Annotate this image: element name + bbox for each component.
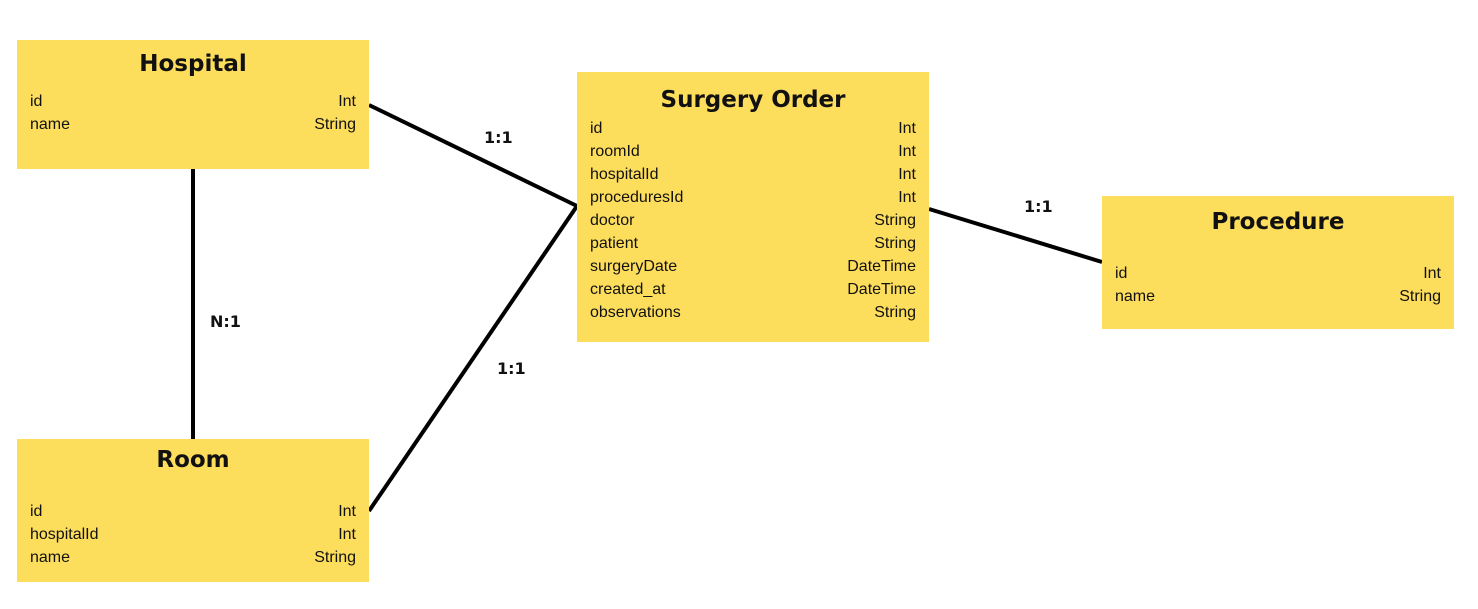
field-row: hospitalId Int [30,523,356,546]
field-type: Int [338,93,356,110]
field-type: String [874,235,916,252]
field-type: Int [338,526,356,543]
field-row: created_at DateTime [590,278,916,301]
field-row: hospitalId Int [590,163,916,186]
field-type: Int [898,120,916,137]
relation-label-hospital-room: N:1 [210,312,241,331]
field-row: name String [30,113,356,136]
field-name: id [1115,265,1128,282]
field-name: id [590,120,603,137]
field-row: surgeryDate DateTime [590,255,916,278]
field-type: String [314,116,356,133]
field-type: Int [898,189,916,206]
hospital-surgery-line [368,103,578,208]
field-name: name [1115,288,1156,305]
field-name: created_at [590,281,666,298]
field-row: proceduresId Int [590,186,916,209]
relation-label-room-surgery: 1:1 [497,359,526,378]
field-name: patient [590,235,639,252]
field-row: patient String [590,232,916,255]
field-row: name String [1115,285,1441,308]
field-name: doctor [590,212,635,229]
field-row: id Int [590,117,916,140]
entity-title: Hospital [139,51,247,77]
room-surgery-line [367,204,579,513]
field-type: Int [1423,265,1441,282]
relation-label-hospital-surgery: 1:1 [484,128,513,147]
entity-title: Procedure [1211,209,1345,235]
field-type: Int [338,503,356,520]
field-row: id Int [1115,262,1441,285]
field-type: String [314,549,356,566]
entity-fields: id Int name String [30,90,356,136]
field-row: id Int [30,500,356,523]
relation-label-surgery-procedure: 1:1 [1024,197,1053,216]
field-name: roomId [590,143,640,160]
field-row: name String [30,546,356,569]
field-type: String [1399,288,1441,305]
field-type: Int [898,143,916,160]
field-type: DateTime [847,258,916,275]
field-name: id [30,93,43,110]
field-name: id [30,503,43,520]
entity-fields: id Int roomId Int hospitalId Int procedu… [590,117,916,324]
entity-fields: id Int hospitalId Int name String [30,500,356,569]
field-row: observations String [590,301,916,324]
entity-room: Room id Int hospitalId Int name String [17,439,369,582]
field-name: name [30,116,71,133]
field-name: hospitalId [590,166,659,183]
field-name: name [30,549,71,566]
surgery-procedure-line [928,207,1103,264]
entity-surgery-order: Surgery Order id Int roomId Int hospital… [577,72,929,342]
field-row: roomId Int [590,140,916,163]
entity-fields: id Int name String [1115,262,1441,308]
entity-hospital: Hospital id Int name String [17,40,369,169]
entity-title: Surgery Order [660,87,846,113]
field-type: String [874,304,916,321]
field-name: observations [590,304,681,321]
field-row: doctor String [590,209,916,232]
entity-procedure: Procedure id Int name String [1102,196,1454,329]
field-type: DateTime [847,281,916,298]
field-name: hospitalId [30,526,99,543]
field-type: String [874,212,916,229]
field-name: surgeryDate [590,258,678,275]
field-type: Int [898,166,916,183]
field-row: id Int [30,90,356,113]
field-name: proceduresId [590,189,684,206]
entity-title: Room [156,447,230,473]
